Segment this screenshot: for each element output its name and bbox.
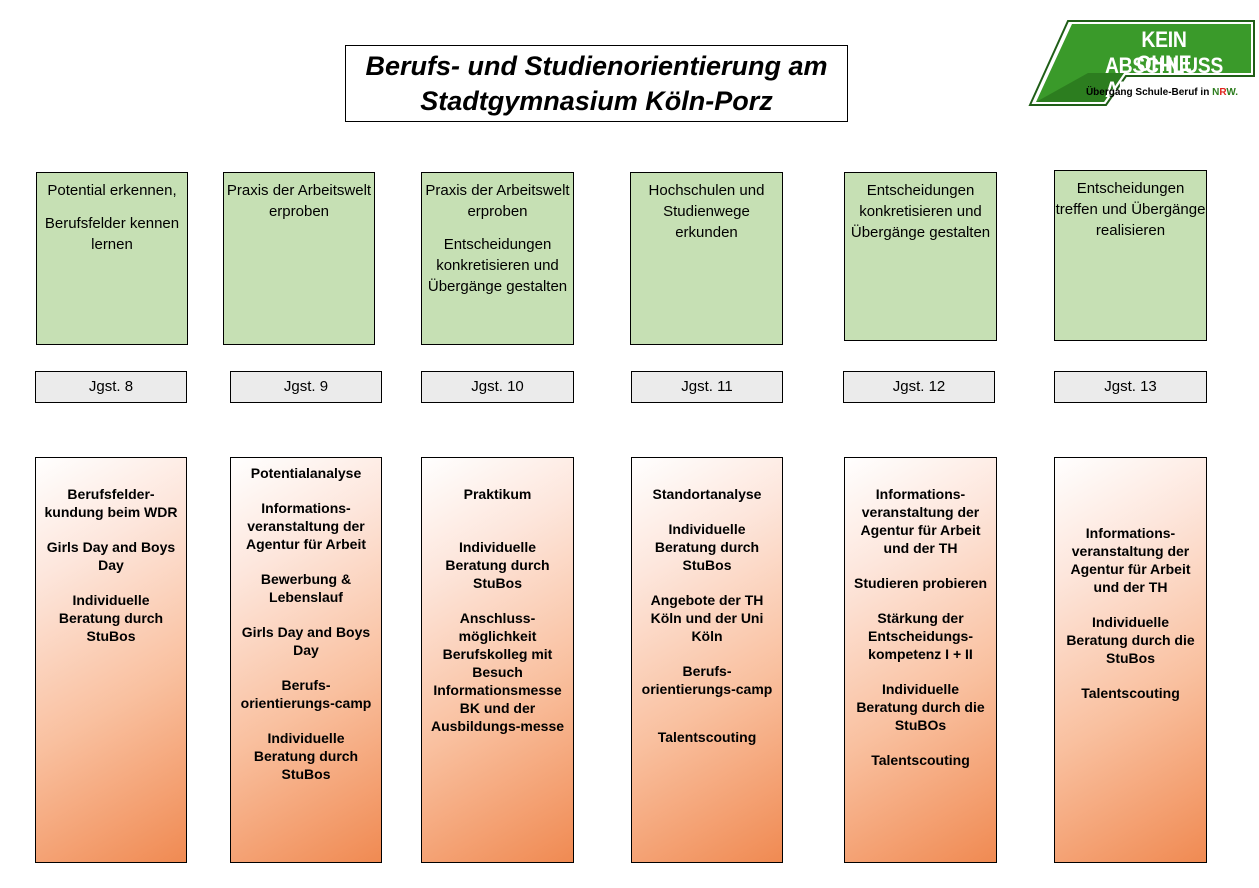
- activity-item: Bewerbung & Lebenslauf: [260, 571, 352, 605]
- activity-item: Individuelle Beratung durch StuBos: [253, 730, 359, 782]
- phase-text: Entscheidungen konkretisieren und Übergä…: [427, 236, 568, 295]
- activity-item: Studieren probieren: [853, 575, 988, 591]
- activity-item: Individuelle Beratung durch StuBos: [58, 592, 164, 644]
- phase-text: Potential erkennen,: [47, 182, 177, 199]
- grade-label-11: Jgst. 11: [631, 371, 783, 403]
- activity-item: Berufs-orientierungs-camp: [641, 663, 773, 697]
- activity-item: Individuelle Beratung durch die StuBOs: [856, 681, 985, 733]
- kein-abschluss-logo: KEIN ABSCHLUSS OHNE ANSCHLUSS Übergang S…: [1028, 18, 1256, 110]
- activity-item: Informations-veranstaltung der Agentur f…: [1070, 525, 1191, 595]
- grade-label-10: Jgst. 10: [421, 371, 574, 403]
- activity-item: Standortanalyse: [652, 486, 762, 502]
- activity-item: Berufsfelder-kundung beim WDR: [44, 486, 178, 520]
- grade-label-8: Jgst. 8: [35, 371, 187, 403]
- phase-box-jgst-9: Praxis der Arbeitswelt erproben: [223, 172, 375, 345]
- activity-item: Individuelle Beratung durch StuBos: [654, 521, 760, 573]
- logo-nrw-r: R: [1219, 87, 1227, 98]
- activity-box-jgst-9: Potentialanalyse Informations-veranstalt…: [230, 457, 382, 863]
- phase-box-jgst-11: Hochschulen und Studienwege erkunden: [630, 172, 783, 345]
- activity-item: Berufs-orientierungs-camp: [240, 677, 372, 711]
- title-line-1: Berufs- und Studienorientierung am: [365, 50, 828, 81]
- logo-line-1: KEIN ABSCHLUSS: [1104, 27, 1224, 78]
- grade-label-9: Jgst. 9: [230, 371, 382, 403]
- activity-item: Informations-veranstaltung der Agentur f…: [860, 486, 981, 556]
- activity-box-jgst-12: Informations-veranstaltung der Agentur f…: [844, 457, 997, 863]
- logo-subtitle-text: Übergang Schule-Beruf in: [1085, 87, 1210, 98]
- activity-box-jgst-13: Informations-veranstaltung der Agentur f…: [1054, 457, 1207, 863]
- logo-subtitle: Übergang Schule-Beruf in NRW.: [1072, 87, 1252, 98]
- phase-box-jgst-8: Potential erkennen, Berufsfelder kennen …: [36, 172, 188, 345]
- phase-text: Hochschulen und Studienwege erkunden: [648, 182, 765, 241]
- phase-text: Entscheidungen treffen und Übergänge rea…: [1055, 180, 1206, 239]
- activity-item: Girls Day and Boys Day: [241, 624, 371, 658]
- activity-item: Stärkung der Entscheidungs-kompetenz I +…: [867, 610, 973, 662]
- activity-item: Individuelle Beratung durch die StuBos: [1066, 614, 1195, 666]
- activity-item: Talentscouting: [657, 729, 757, 745]
- phase-text: Berufsfelder kennen lernen: [44, 215, 180, 253]
- phase-box-jgst-12: Entscheidungen konkretisieren und Übergä…: [844, 172, 997, 341]
- logo-line-2: OHNE ANSCHLUSS: [1104, 51, 1224, 102]
- activity-item: Girls Day and Boys Day: [46, 539, 176, 573]
- phase-text: Entscheidungen konkretisieren und Übergä…: [850, 182, 991, 241]
- activity-box-jgst-11: Standortanalyse Individuelle Beratung du…: [631, 457, 783, 863]
- activity-item: Talentscouting: [871, 752, 970, 768]
- grade-label-12: Jgst. 12: [843, 371, 995, 403]
- logo-arrow-icon: [1028, 20, 1255, 106]
- activity-box-jgst-8: Berufsfelder-kundung beim WDR Girls Day …: [35, 457, 187, 863]
- logo-nrw-w: W.: [1226, 87, 1239, 98]
- phase-text: Praxis der Arbeitswelt erproben: [425, 182, 570, 220]
- activity-item: Individuelle Beratung durch StuBos: [445, 539, 550, 591]
- activity-box-jgst-10: Praktikum Individuelle Beratung durch St…: [421, 457, 574, 863]
- page-title: Berufs- und Studienorientierung am Stadt…: [345, 45, 848, 122]
- activity-item: Praktikum: [463, 486, 532, 502]
- phase-box-jgst-13: Entscheidungen treffen und Übergänge rea…: [1054, 170, 1207, 341]
- phase-text: Praxis der Arbeitswelt erproben: [226, 182, 372, 220]
- logo-nrw-n: N: [1212, 87, 1220, 98]
- title-line-2: Stadtgymnasium Köln-Porz: [420, 85, 773, 116]
- activity-item: Informations-veranstaltung der Agentur f…: [245, 500, 367, 552]
- activity-item: Angebote der TH Köln und der Uni Köln: [650, 592, 764, 644]
- activity-item: Potentialanalyse: [250, 465, 362, 481]
- phase-box-jgst-10: Praxis der Arbeitswelt erproben Entschei…: [421, 172, 574, 345]
- activity-item: Talentscouting: [1081, 685, 1180, 701]
- activity-item: Anschluss-möglichkeit Berufskolleg mit B…: [430, 610, 565, 734]
- grade-label-13: Jgst. 13: [1054, 371, 1207, 403]
